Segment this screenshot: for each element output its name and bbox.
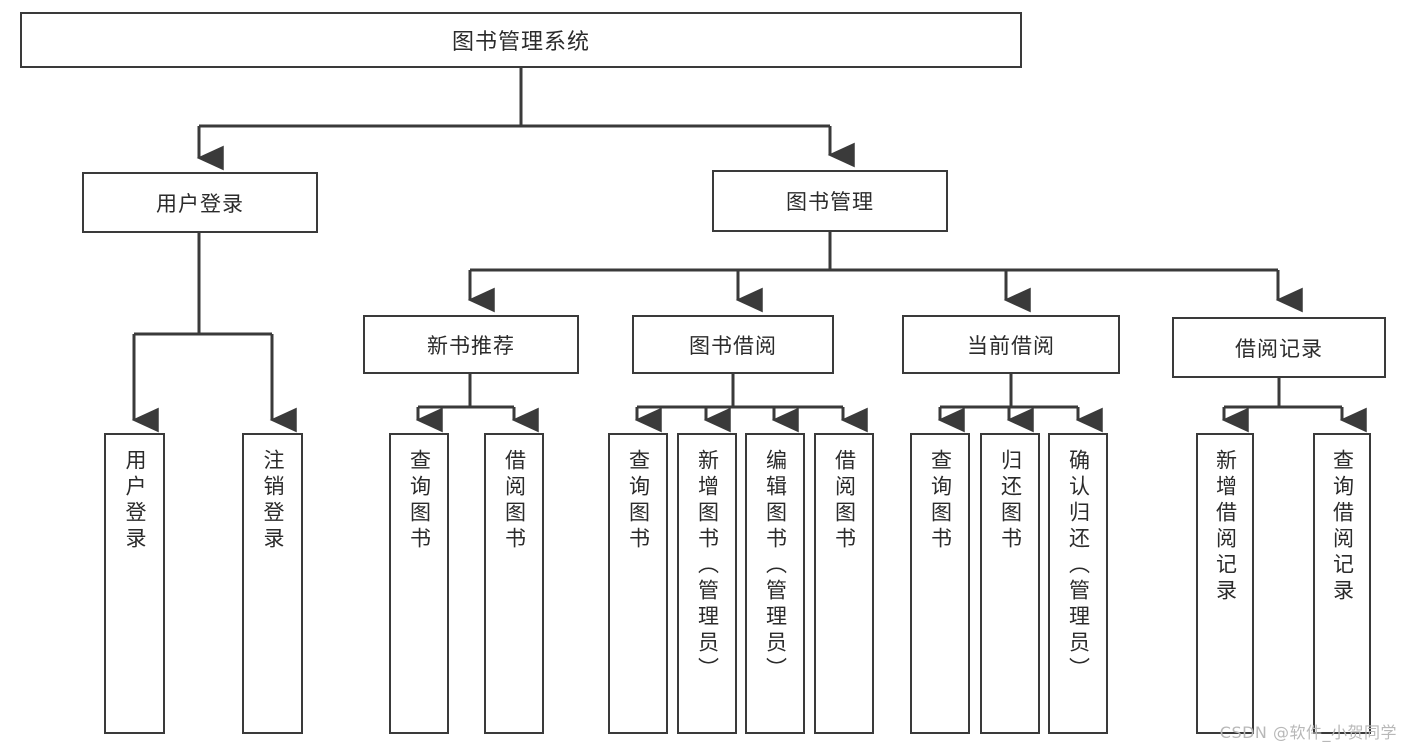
node-book-management[interactable]: 图书管理 [712, 170, 948, 232]
leaf-current-return-book[interactable]: 归还图书 [980, 433, 1040, 734]
leaf-borrow-borrow-book[interactable]: 借阅图书 [814, 433, 874, 734]
leaf-borrow-edit-book-admin[interactable]: 编辑图书（管理员） [745, 433, 805, 734]
node-new-book-recommend[interactable]: 新书推荐 [363, 315, 579, 374]
leaf-current-query-book[interactable]: 查询图书 [910, 433, 970, 734]
node-current-borrow[interactable]: 当前借阅 [902, 315, 1120, 374]
leaf-borrow-query-book[interactable]: 查询图书 [608, 433, 668, 734]
leaf-record-add-borrow-record[interactable]: 新增借阅记录 [1196, 433, 1254, 734]
node-user-login[interactable]: 用户登录 [82, 172, 318, 233]
node-root[interactable]: 图书管理系统 [20, 12, 1022, 68]
leaf-current-confirm-return-admin[interactable]: 确认归还（管理员） [1048, 433, 1108, 734]
node-borrow-record[interactable]: 借阅记录 [1172, 317, 1386, 378]
leaf-recommend-borrow-book[interactable]: 借阅图书 [484, 433, 544, 734]
leaf-record-query-borrow-record[interactable]: 查询借阅记录 [1313, 433, 1371, 734]
leaf-borrow-add-book-admin[interactable]: 新增图书（管理员） [677, 433, 737, 734]
leaf-user-logout[interactable]: 注销登录 [242, 433, 303, 734]
leaf-user-login[interactable]: 用户登录 [104, 433, 165, 734]
node-book-borrow[interactable]: 图书借阅 [632, 315, 834, 374]
watermark: CSDN @软件_小贺同学 [1219, 723, 1397, 742]
leaf-recommend-query-book[interactable]: 查询图书 [389, 433, 449, 734]
